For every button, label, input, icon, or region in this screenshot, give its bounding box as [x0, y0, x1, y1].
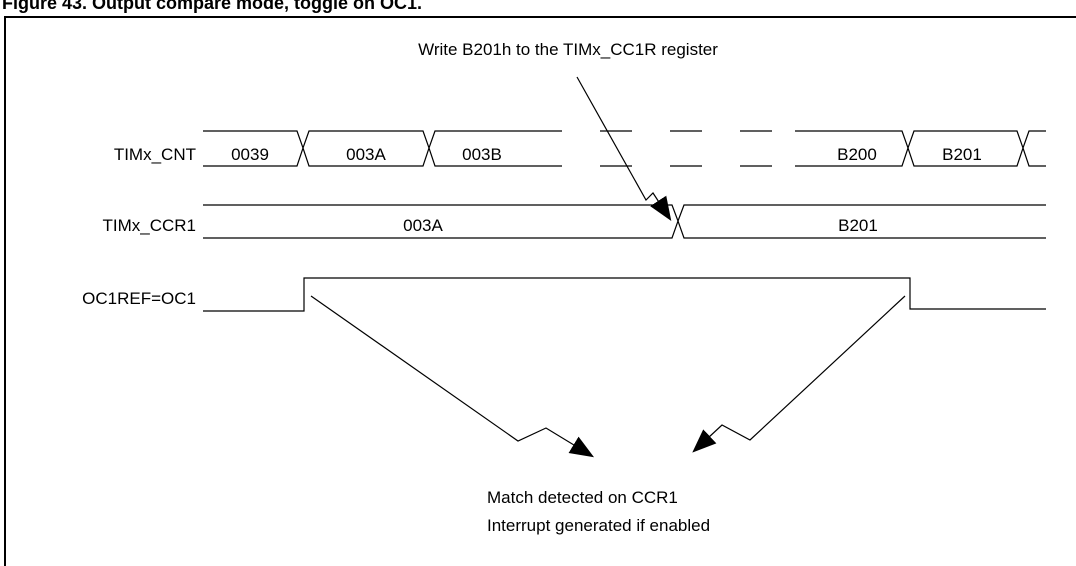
match-arrow-right	[692, 295, 906, 453]
ccr1-value-b201: B201	[838, 216, 878, 235]
ccr1-signal-label: TIMx_CCR1	[102, 216, 196, 235]
cnt-signal-label: TIMx_CNT	[114, 145, 196, 164]
cnt-value-003a: 003A	[346, 145, 386, 164]
figure-frame	[4, 16, 1076, 566]
match-annotation-line1: Match detected on CCR1	[487, 488, 678, 507]
cnt-value-0039: 0039	[231, 145, 269, 164]
write-pointer-arrow	[576, 76, 672, 222]
oc1ref-waveform	[203, 277, 1046, 312]
cnt-waveform	[203, 130, 1046, 167]
cnt-value-003b: 003B	[462, 145, 502, 164]
match-annotation-line2: Interrupt generated if enabled	[487, 516, 710, 535]
oc1ref-signal-label: OC1REF=OC1	[82, 289, 196, 308]
cnt-value-b201: B201	[942, 145, 982, 164]
match-arrow-left	[310, 295, 595, 458]
figure-title: Figure 43. Output compare mode, toggle o…	[2, 0, 423, 13]
write-annotation: Write B201h to the TIMx_CC1R register	[418, 40, 718, 59]
cnt-value-b200: B200	[837, 145, 877, 164]
ccr1-waveform	[203, 204, 1046, 239]
ccr1-value-003a: 003A	[403, 216, 443, 235]
